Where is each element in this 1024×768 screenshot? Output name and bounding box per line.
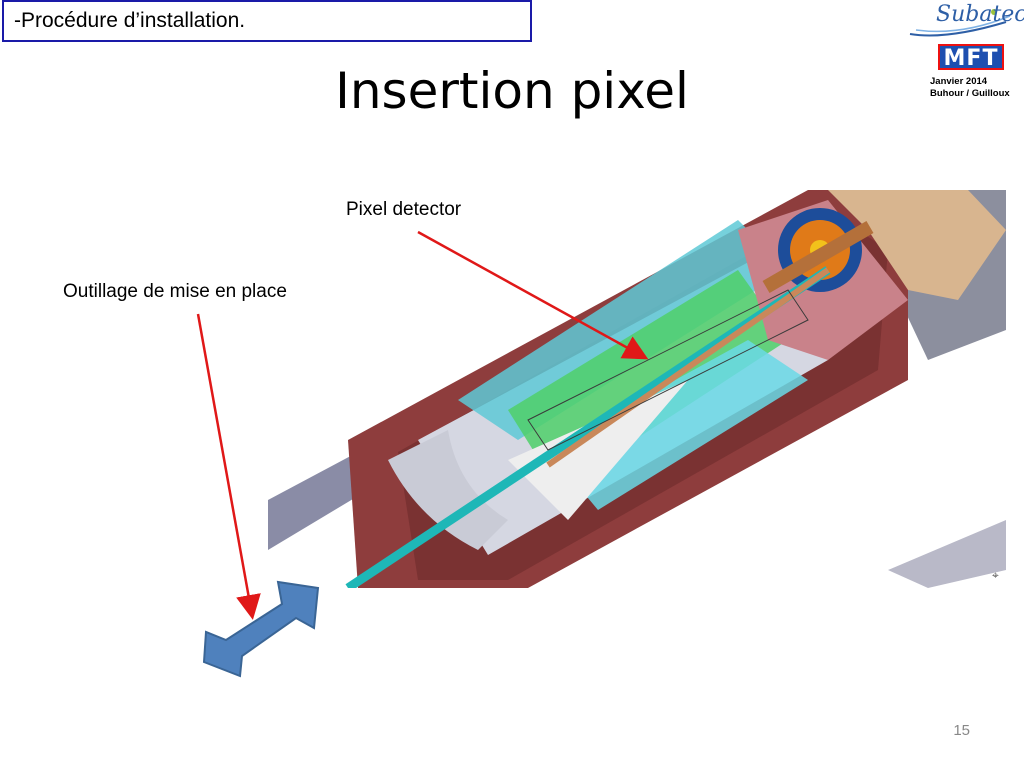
project-logo: MFT [938, 44, 1004, 71]
tooling-arrow [196, 313, 261, 620]
insertion-direction-double-arrow [202, 580, 320, 678]
slide-authors: Buhour / Guilloux [930, 88, 1010, 99]
cursor-icon: ⌖ [992, 568, 999, 582]
page-number: 15 [953, 722, 970, 739]
tooling-label: Outillage de mise en place [63, 281, 287, 302]
organization-logo-text: Subatech [936, 2, 1024, 27]
cad-cutaway-image [268, 190, 1006, 588]
organization-logo-swoosh-icon [909, 9, 1011, 37]
organization-logo [906, 0, 1016, 40]
section-label: -Procédure d’installation. [14, 9, 246, 32]
cad-cutaway-figure [268, 190, 1006, 588]
slide-date: Janvier 2014 [930, 76, 988, 87]
slide-meta: Janvier 2014 Buhour / Guilloux [930, 76, 1010, 100]
section-label-box: -Procédure d’installation. [2, 0, 532, 42]
pixel-detector-label: Pixel detector [346, 199, 462, 220]
slide-title: Insertion pixel [335, 62, 689, 120]
